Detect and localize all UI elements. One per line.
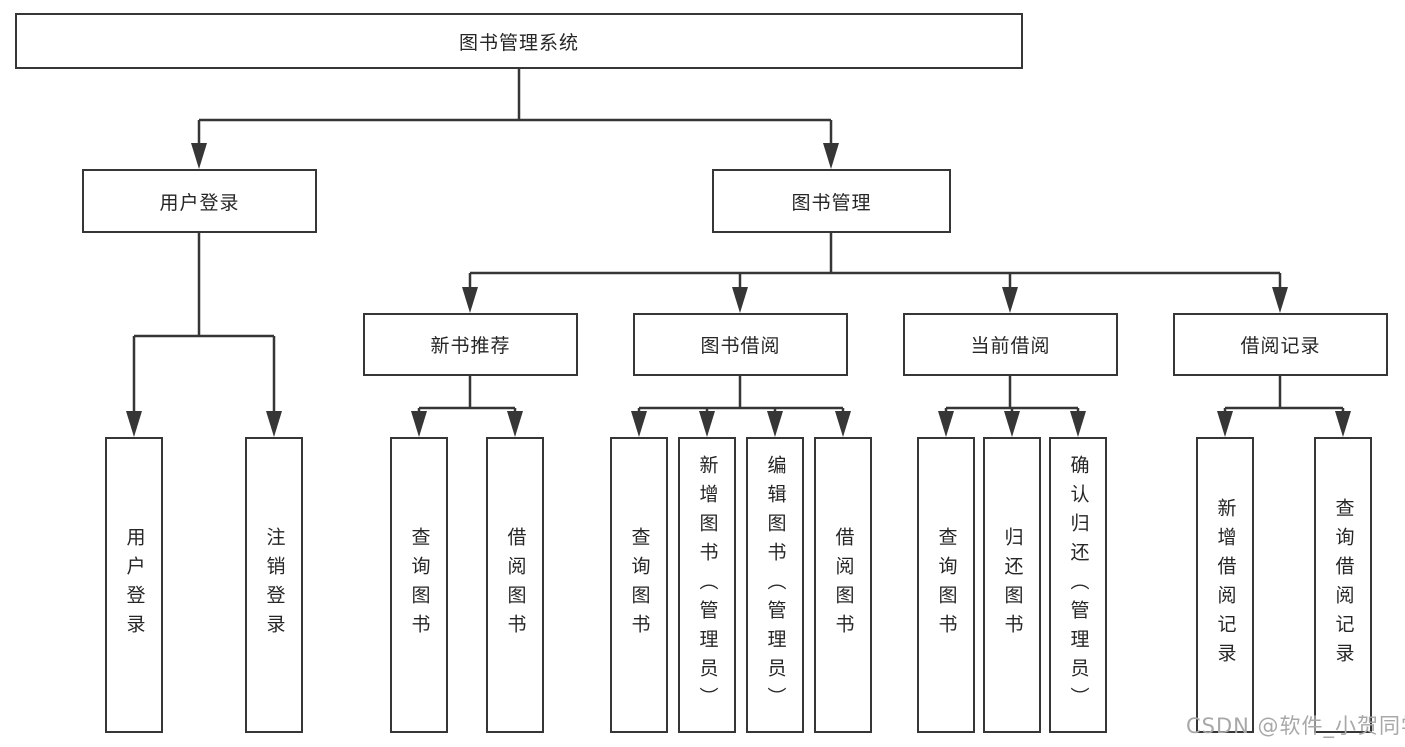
connector-new-book-children	[411, 376, 523, 437]
node-label: 借阅记录	[1240, 335, 1321, 357]
arrowhead	[631, 411, 647, 437]
arrowhead	[126, 411, 142, 437]
leaf-user-login: 用户登录	[105, 437, 163, 733]
csdn-watermark: CSDN @软件_小贺同学	[1186, 714, 1405, 738]
arrowhead	[1335, 411, 1351, 437]
node-label: 借阅图书	[832, 527, 855, 643]
node-label: 新书推荐	[430, 335, 511, 357]
node-label: 注销登录	[263, 527, 286, 643]
node-label: 借阅图书	[504, 527, 527, 643]
node-borrowing-records: 借阅记录	[1173, 313, 1388, 376]
node-label: 用户登录	[159, 191, 240, 214]
arrowhead	[507, 411, 523, 437]
connector-current-borrowing-children	[938, 376, 1086, 437]
arrowhead	[732, 287, 748, 313]
arrowhead	[767, 411, 783, 437]
node-label: 编辑图书（管理员）	[764, 454, 787, 716]
arrowhead	[462, 287, 478, 313]
arrowhead	[699, 411, 715, 437]
node-label: 图书管理	[791, 191, 872, 214]
node-label: 图书管理系统	[458, 31, 579, 54]
node-label: 确认归还（管理员）	[1067, 454, 1090, 716]
node-label: 当前借阅	[970, 335, 1051, 357]
arrowhead	[411, 411, 427, 437]
connector-user-login-children	[126, 233, 282, 437]
leaf-return-book: 归还图书	[983, 437, 1041, 733]
node-new-book-recommendation: 新书推荐	[363, 313, 578, 376]
node-label: 查询图书	[408, 527, 431, 643]
node-label: 查询图书	[935, 527, 958, 643]
leaf-add-book-admin: 新增图书（管理员）	[678, 437, 736, 733]
arrowhead	[1002, 287, 1018, 313]
connector-book-borrowing-children	[631, 376, 851, 437]
leaf-query-borrow-record: 查询借阅记录	[1314, 437, 1372, 733]
leaf-query-book-current: 查询图书	[917, 437, 975, 733]
node-label: 新增图书（管理员）	[696, 454, 719, 716]
arrowhead	[835, 411, 851, 437]
leaf-edit-book-admin: 编辑图书（管理员）	[746, 437, 804, 733]
arrowhead	[1004, 411, 1020, 437]
node-book-management: 图书管理	[712, 169, 951, 233]
arrowhead	[1272, 287, 1288, 313]
leaf-query-book-borrowing: 查询图书	[610, 437, 668, 733]
arrowhead	[1217, 411, 1233, 437]
node-label: 查询借阅记录	[1332, 498, 1355, 672]
leaf-confirm-return-admin: 确认归还（管理员）	[1049, 437, 1107, 733]
node-library-system: 图书管理系统	[15, 13, 1023, 69]
arrowhead	[266, 411, 282, 437]
leaf-query-book-recommend: 查询图书	[390, 437, 448, 733]
leaf-borrow-book-recommend: 借阅图书	[486, 437, 544, 733]
node-label: 新增借阅记录	[1214, 498, 1237, 672]
node-user-login: 用户登录	[82, 169, 317, 233]
node-label: 查询图书	[628, 527, 651, 643]
leaf-add-borrow-record: 新增借阅记录	[1196, 437, 1254, 733]
connector-root-to-level2	[191, 69, 839, 169]
node-label: 图书借阅	[700, 335, 781, 357]
node-label: 用户登录	[123, 527, 146, 643]
connector-borrowing-records-children	[1217, 376, 1351, 437]
arrowhead	[191, 143, 207, 169]
node-current-borrowing: 当前借阅	[903, 313, 1118, 376]
leaf-borrow-book: 借阅图书	[814, 437, 872, 733]
connector-book-management-children	[462, 233, 1288, 313]
arrowhead	[823, 143, 839, 169]
node-label: 归还图书	[1001, 527, 1024, 643]
leaf-logout-login: 注销登录	[245, 437, 303, 733]
arrowhead	[938, 411, 954, 437]
arrowhead	[1070, 411, 1086, 437]
node-book-borrowing: 图书借阅	[633, 313, 848, 376]
